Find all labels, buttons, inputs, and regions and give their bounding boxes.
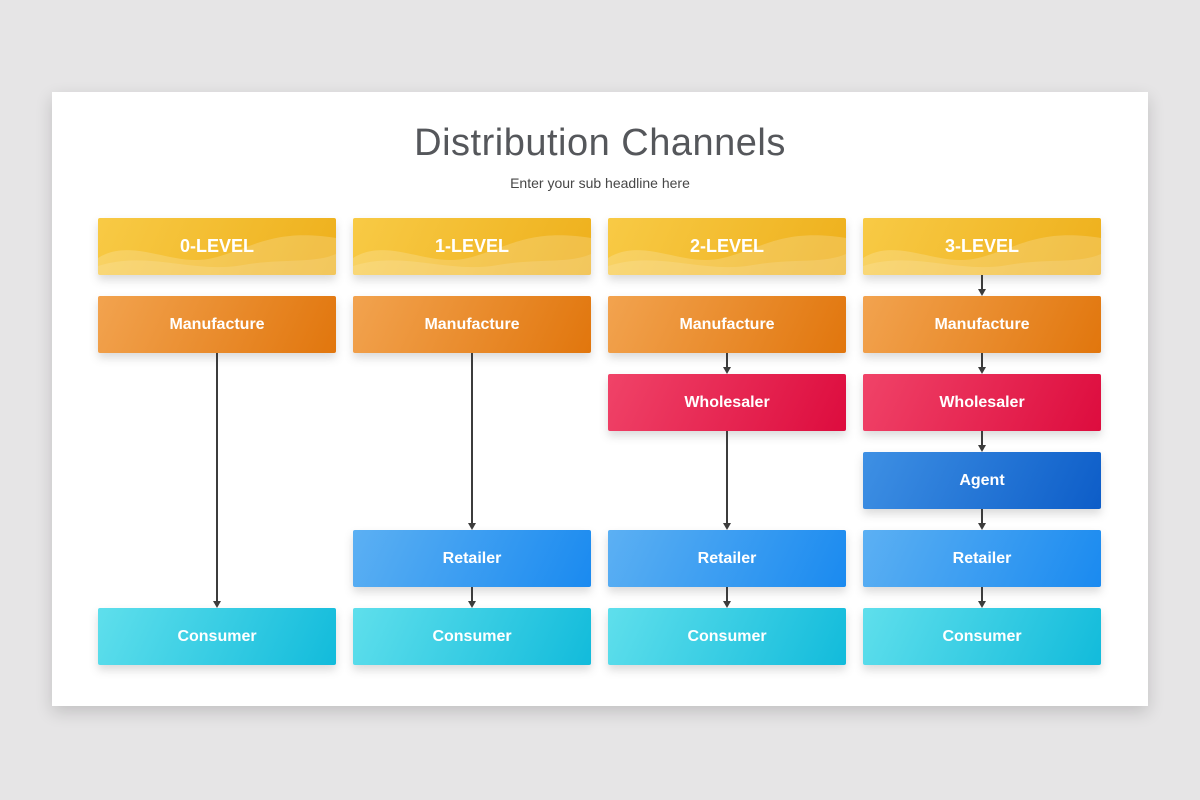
arrow-down-icon [468, 587, 476, 608]
node-label: Manufacture [169, 315, 265, 333]
node-wholesaler: Wholesaler [863, 374, 1101, 431]
node-label: Wholesaler [684, 393, 770, 411]
node-label: Consumer [432, 627, 512, 645]
node-agent: Agent [863, 452, 1101, 509]
wave-decoration-icon [353, 235, 591, 275]
node-label: Retailer [952, 549, 1012, 567]
node-label: Consumer [687, 627, 767, 645]
arrow-down-icon [978, 353, 986, 374]
level-header-label: 2-LEVEL [689, 236, 764, 256]
node-consumer: Consumer [353, 608, 591, 665]
level-header-label: 0-LEVEL [179, 236, 254, 256]
wave-decoration-icon [863, 235, 1101, 275]
arrow-down-icon [723, 353, 731, 374]
node-label: Retailer [442, 549, 502, 567]
node-consumer: Consumer [608, 608, 846, 665]
node-retailer: Retailer [863, 530, 1101, 587]
arrow-down-icon [978, 509, 986, 530]
node-manufacture: Manufacture [608, 296, 846, 353]
node-label: Retailer [697, 549, 757, 567]
arrow-down-icon [468, 353, 476, 530]
arrow-down-icon [978, 275, 986, 296]
level-header-label: 3-LEVEL [944, 236, 1019, 256]
node-label: Agent [959, 471, 1005, 489]
wave-decoration-icon [98, 235, 336, 275]
node-manufacture: Manufacture [353, 296, 591, 353]
node-label: Manufacture [934, 315, 1030, 333]
node-label: Consumer [177, 627, 257, 645]
node-wholesaler: Wholesaler [608, 374, 846, 431]
node-consumer: Consumer [98, 608, 336, 665]
level-header-label: 1-LEVEL [434, 236, 509, 256]
arrow-down-icon [213, 353, 221, 608]
node-label: Manufacture [679, 315, 775, 333]
node-label: Wholesaler [939, 393, 1025, 411]
level-header-0: 0-LEVEL [98, 218, 336, 275]
node-manufacture: Manufacture [863, 296, 1101, 353]
page-subtitle: Enter your sub headline here [510, 175, 690, 191]
node-label: Consumer [942, 627, 1022, 645]
level-header-1: 1-LEVEL [353, 218, 591, 275]
arrow-down-icon [723, 431, 731, 530]
node-retailer: Retailer [353, 530, 591, 587]
page-title: Distribution Channels [414, 122, 786, 164]
node-manufacture: Manufacture [98, 296, 336, 353]
arrow-down-icon [723, 587, 731, 608]
slide-card: Distribution Channels Enter your sub hea… [52, 92, 1148, 706]
level-header-3: 3-LEVEL [863, 218, 1101, 275]
node-consumer: Consumer [863, 608, 1101, 665]
node-label: Manufacture [424, 315, 520, 333]
wave-decoration-icon [608, 235, 846, 275]
level-header-2: 2-LEVEL [608, 218, 846, 275]
node-retailer: Retailer [608, 530, 846, 587]
arrow-down-icon [978, 431, 986, 452]
arrow-down-icon [978, 587, 986, 608]
